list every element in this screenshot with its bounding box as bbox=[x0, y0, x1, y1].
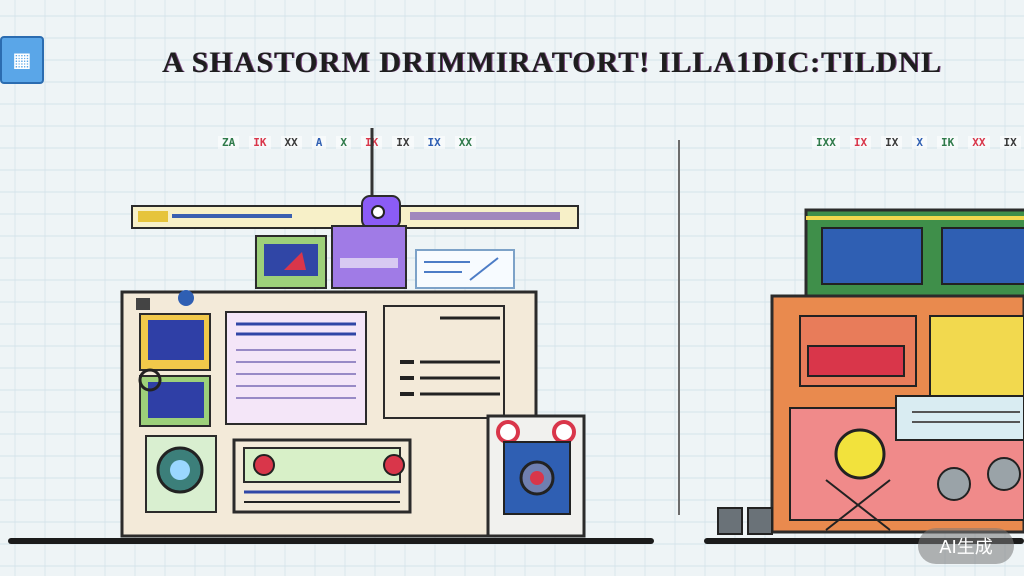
purple-tower bbox=[331, 225, 407, 289]
mark-label: XX bbox=[968, 136, 990, 149]
watermark-badge: AI生成 bbox=[918, 528, 1014, 564]
mark-label: IX bbox=[392, 136, 414, 149]
top-rail-bar bbox=[131, 205, 579, 229]
mark-label: XX bbox=[454, 136, 476, 149]
mark-label: IX bbox=[999, 136, 1021, 149]
left-mark-row: ZAIKXXAXIKIXIXXX bbox=[218, 136, 476, 149]
right-ground-line bbox=[704, 538, 1024, 544]
document-panel bbox=[415, 249, 515, 289]
left-ground-line bbox=[8, 538, 654, 544]
page-title: A SHASTORM DRIMMIRATORT! ILLA1DIC:TILDNL bbox=[162, 46, 942, 79]
mark-label: IK bbox=[937, 136, 959, 149]
mark-label: IX bbox=[849, 136, 872, 149]
mark-label: IX bbox=[881, 136, 903, 149]
mark-label: ZA bbox=[218, 136, 240, 149]
control-console-illustration bbox=[120, 290, 538, 538]
mark-label: IXX bbox=[812, 136, 840, 149]
mark-label: X bbox=[336, 136, 351, 149]
mark-label: A bbox=[311, 136, 327, 149]
divider-line bbox=[678, 140, 680, 515]
antenna-icon bbox=[361, 128, 401, 229]
factory-building-illustration bbox=[717, 208, 1024, 535]
small-monitor bbox=[255, 235, 327, 289]
speaker-unit-illustration bbox=[486, 414, 586, 538]
mark-label: XX bbox=[280, 136, 302, 149]
mark-label: IX bbox=[423, 136, 445, 149]
mark-label: X bbox=[912, 136, 927, 149]
grid-app-icon[interactable]: ▦ bbox=[0, 36, 44, 84]
mark-label: IK bbox=[249, 136, 271, 149]
